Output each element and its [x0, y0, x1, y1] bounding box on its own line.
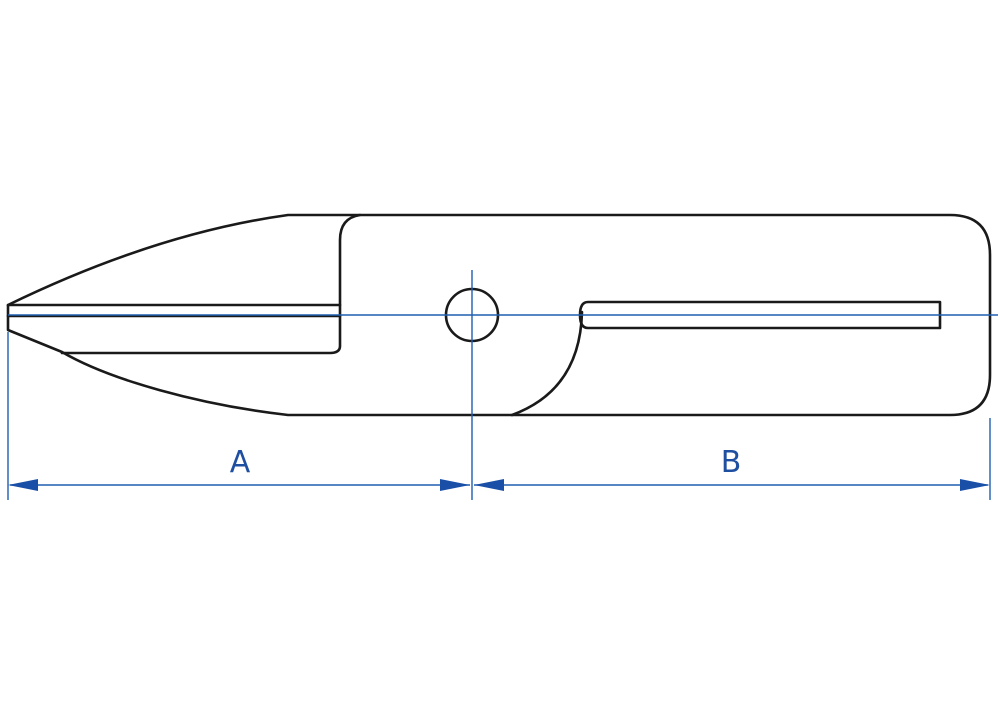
dimension-a-arrow-right — [440, 479, 470, 491]
jaw-step-outline — [60, 213, 362, 355]
dimension-a-label: A — [230, 445, 251, 480]
long-slot — [578, 300, 942, 330]
dimension-b-arrow-right — [960, 479, 990, 491]
dimension-b-label: B — [721, 445, 742, 480]
dimension-b-arrow-left — [474, 479, 504, 491]
dimension-a-arrow-left — [8, 479, 38, 491]
blade-body-outline — [6, 213, 992, 417]
curved-relief-outline — [510, 310, 584, 417]
